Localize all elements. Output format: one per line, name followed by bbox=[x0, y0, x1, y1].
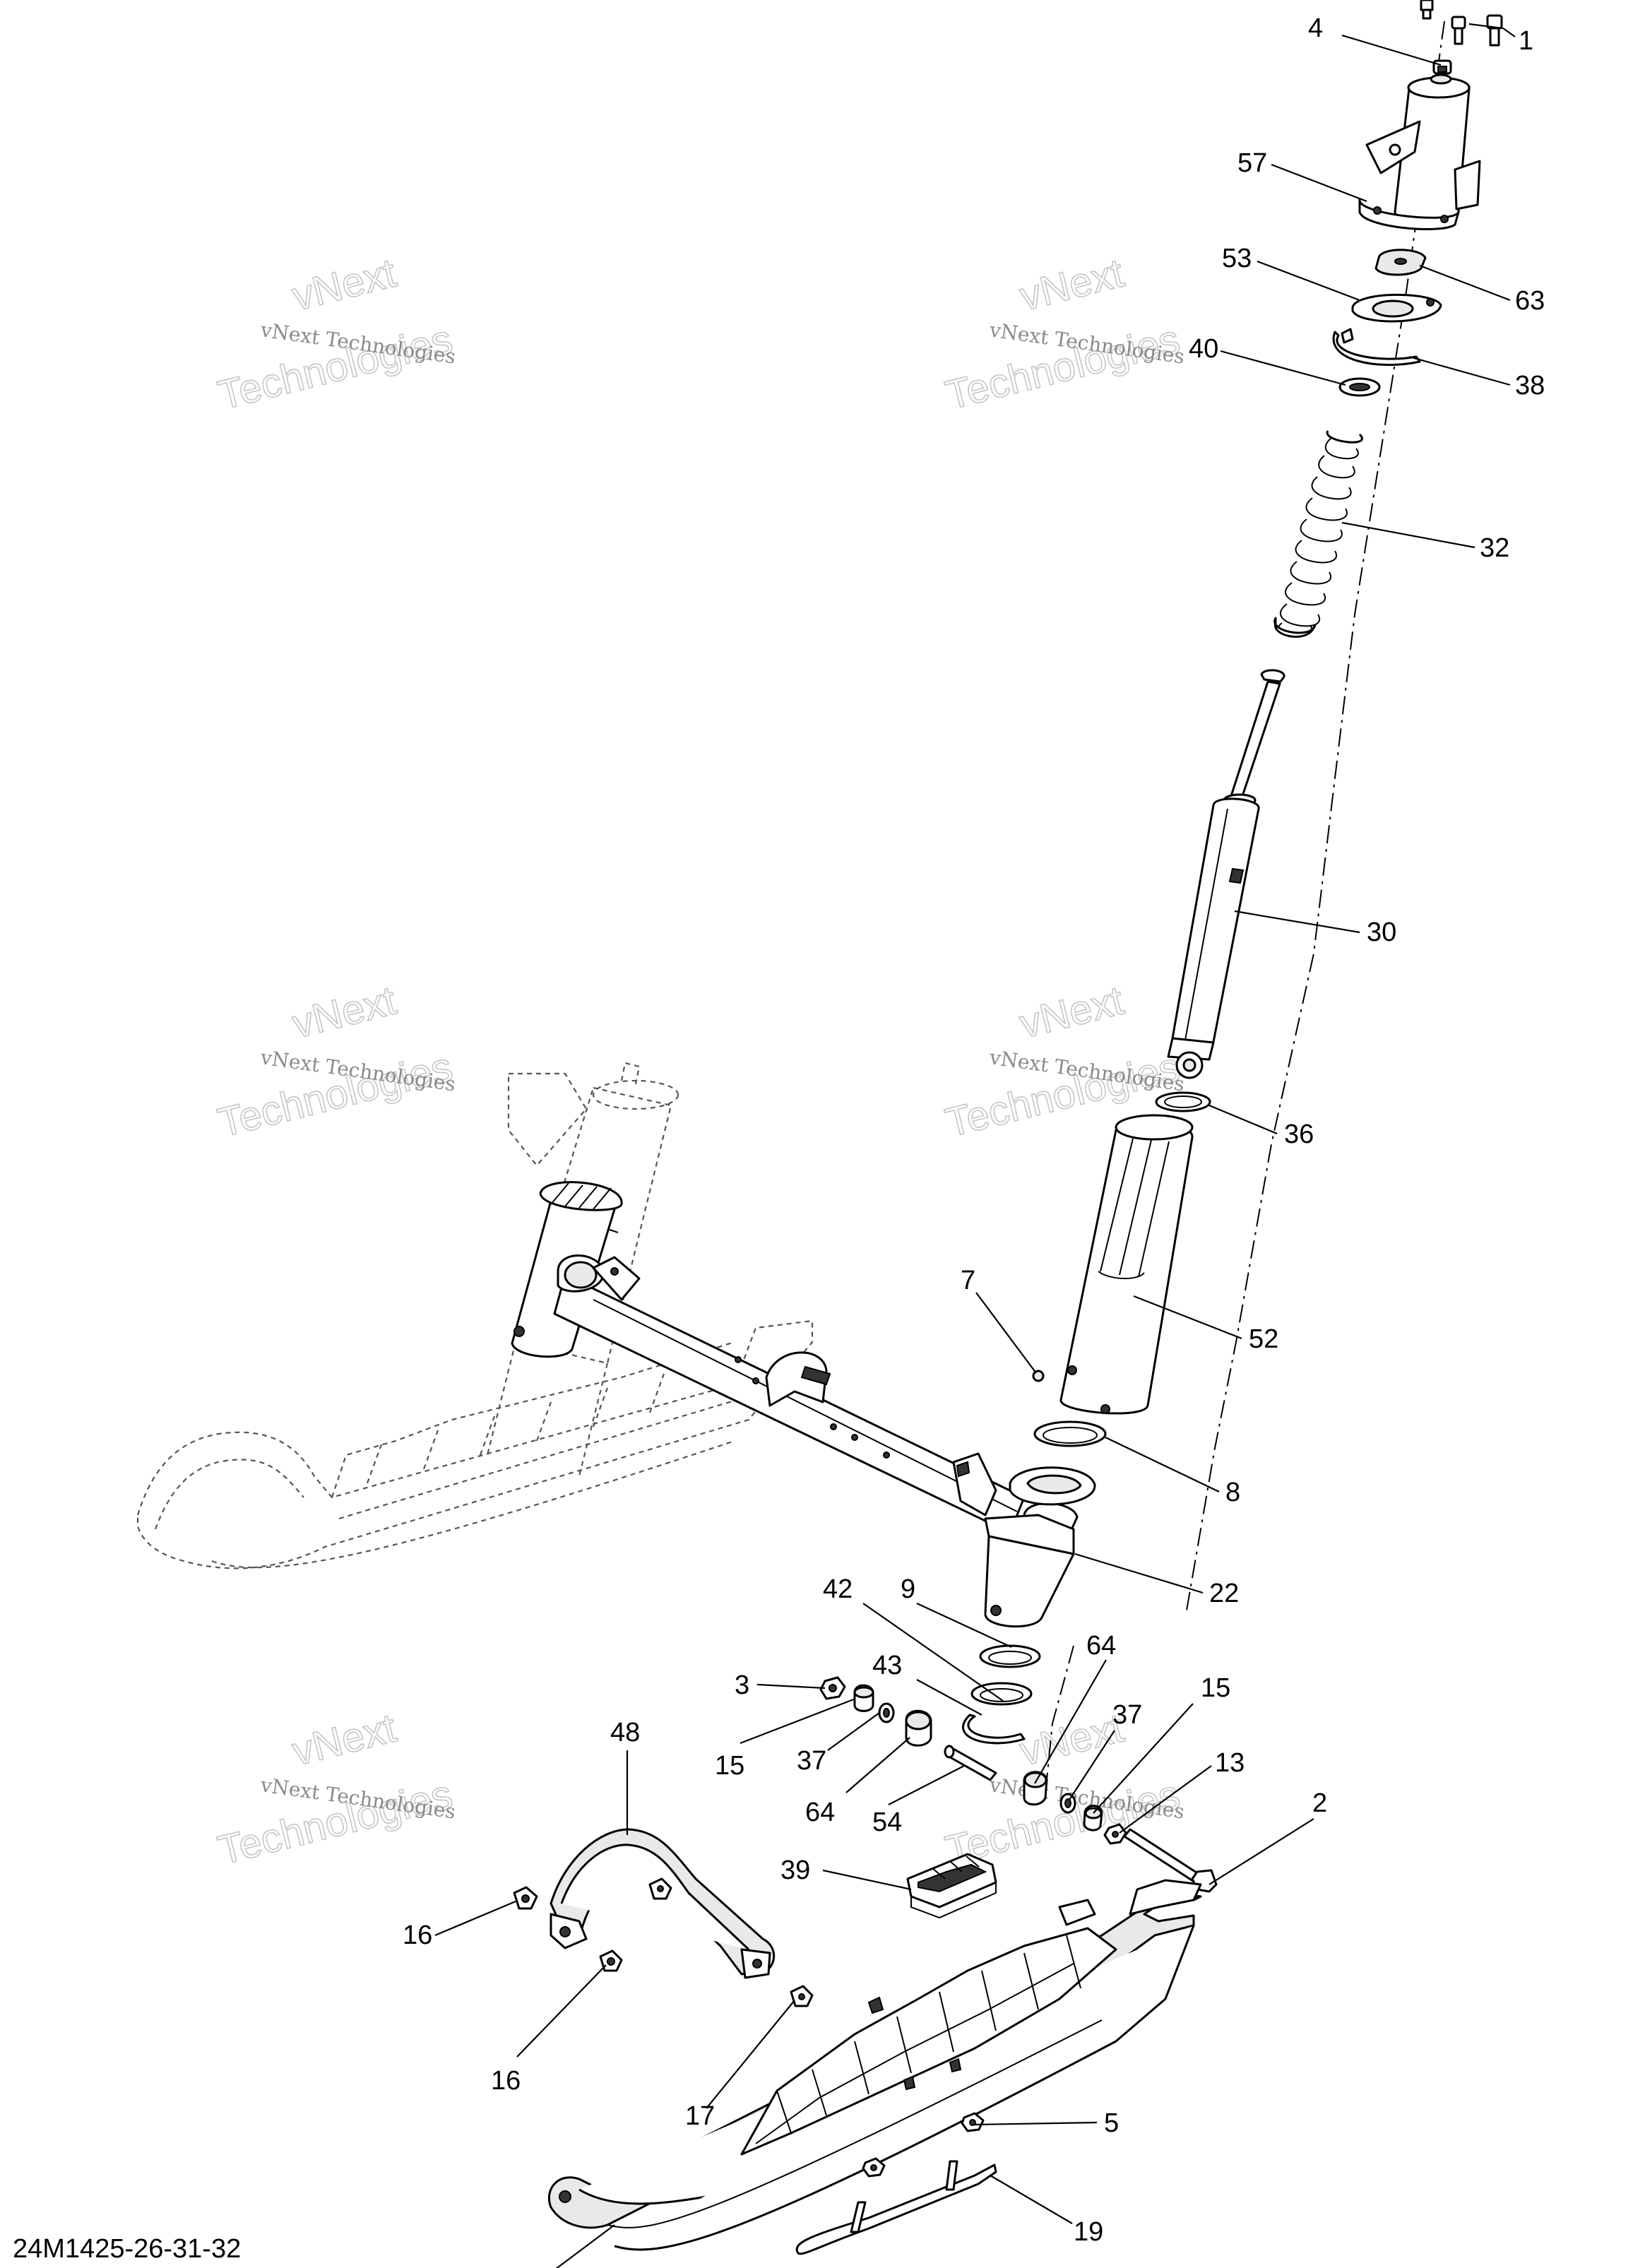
callout-39: 39 bbox=[780, 1856, 810, 1885]
callout-48: 48 bbox=[610, 1718, 640, 1747]
watermark-1: vNext Technologies vNext Technologies bbox=[213, 249, 458, 420]
callout-22: 22 bbox=[1209, 1579, 1239, 1608]
callout-30: 30 bbox=[1367, 918, 1396, 947]
callout-40: 40 bbox=[1189, 334, 1218, 364]
callout-16-lower: 16 bbox=[491, 2066, 521, 2096]
svg-text:vNext: vNext bbox=[1015, 250, 1128, 320]
bolt-1b bbox=[1451, 16, 1466, 45]
spring-seat-plate-63 bbox=[1374, 249, 1427, 276]
washer-37a bbox=[878, 1702, 895, 1723]
screw-16c bbox=[648, 1877, 672, 1900]
screw-17 bbox=[790, 1985, 814, 2007]
callout-labels: 1 4 57 63 53 40 38 32 30 36 7 52 8 22 42… bbox=[403, 13, 1545, 2247]
callout-32: 32 bbox=[1480, 533, 1509, 563]
nut-5b bbox=[862, 2157, 886, 2178]
callout-57: 57 bbox=[1237, 148, 1267, 178]
callout-63: 63 bbox=[1515, 286, 1545, 316]
washer-40 bbox=[1338, 377, 1381, 397]
seal-ring-36 bbox=[1155, 1091, 1211, 1112]
wear-pad-39 bbox=[906, 1853, 997, 1919]
shock-sleeve-52 bbox=[1059, 1114, 1194, 1415]
callout-37-left: 37 bbox=[797, 1746, 826, 1776]
callout-7: 7 bbox=[961, 1266, 975, 1295]
callout-15-left: 15 bbox=[715, 1751, 744, 1781]
ski-55 bbox=[547, 1879, 1202, 2251]
callout-43: 43 bbox=[872, 1651, 902, 1680]
nut-4 bbox=[1432, 59, 1452, 75]
shock-absorber-30 bbox=[1167, 669, 1285, 1079]
leader-lines bbox=[434, 23, 1516, 2268]
crossbar-spindle-22 bbox=[511, 1181, 1096, 1628]
circlip-43 bbox=[962, 1714, 1026, 1745]
assembly-axis-lines bbox=[1045, 20, 1445, 1795]
plug-7 bbox=[1032, 1370, 1045, 1382]
callout-42: 42 bbox=[823, 1574, 853, 1604]
callout-3: 3 bbox=[735, 1670, 749, 1700]
callout-13: 13 bbox=[1215, 1748, 1245, 1778]
callout-53: 53 bbox=[1222, 244, 1252, 273]
callout-37-right: 37 bbox=[1112, 1700, 1142, 1730]
svg-text:vNext: vNext bbox=[287, 250, 400, 320]
callout-19: 19 bbox=[1074, 2217, 1103, 2247]
bolt-2 bbox=[1123, 1828, 1218, 1893]
callout-36: 36 bbox=[1284, 1120, 1314, 1149]
watermark-2: vNext Technologies vNext Technologies bbox=[941, 249, 1186, 420]
pin-54 bbox=[944, 1745, 997, 1781]
bolt-1a bbox=[1420, 0, 1434, 20]
bushing-64a bbox=[905, 1709, 932, 1747]
callout-5: 5 bbox=[1104, 2108, 1119, 2138]
callout-15-right: 15 bbox=[1201, 1673, 1230, 1703]
callout-8: 8 bbox=[1225, 1478, 1240, 1507]
svg-text:vNext: vNext bbox=[1015, 978, 1128, 1047]
callout-9: 9 bbox=[901, 1574, 915, 1604]
spring-retainer-53 bbox=[1351, 293, 1442, 323]
callout-38: 38 bbox=[1515, 371, 1545, 400]
bolt-1c bbox=[1486, 14, 1503, 47]
washer-15b bbox=[1083, 1805, 1103, 1831]
callout-1: 1 bbox=[1519, 26, 1533, 56]
retaining-clip-38 bbox=[1332, 328, 1421, 367]
runner-19 bbox=[795, 2160, 997, 2255]
callout-2: 2 bbox=[1312, 1788, 1327, 1818]
watermark-3: vNext Technologies vNext Technologies bbox=[213, 977, 458, 1147]
ski-handle-48 bbox=[550, 1828, 776, 1979]
callout-64-upper: 64 bbox=[1086, 1631, 1116, 1661]
callout-54: 54 bbox=[872, 1807, 902, 1837]
nut-13 bbox=[1103, 1823, 1127, 1845]
svg-text:vNext: vNext bbox=[287, 1705, 400, 1775]
drawing-code: 24M1425-26-31-32 bbox=[13, 2234, 241, 2264]
callout-4: 4 bbox=[1308, 13, 1323, 43]
nut-5 bbox=[961, 2112, 985, 2132]
bearing-ring-8 bbox=[1033, 1420, 1107, 1447]
bushing-64b bbox=[1023, 1771, 1048, 1806]
screw-16a bbox=[513, 1886, 538, 1910]
coil-spring-32 bbox=[1273, 430, 1363, 638]
nut-3 bbox=[819, 1676, 846, 1700]
callout-52: 52 bbox=[1249, 1324, 1278, 1354]
watermark-5: vNext Technologies vNext Technologies bbox=[213, 1704, 458, 1875]
upper-mount-cup-57 bbox=[1358, 73, 1481, 230]
ring-9 bbox=[979, 1644, 1041, 1668]
svg-text:vNext: vNext bbox=[287, 978, 400, 1047]
callout-16-upper: 16 bbox=[403, 1920, 432, 1950]
svg-text:vNext: vNext bbox=[1015, 1705, 1128, 1775]
callout-64-lower: 64 bbox=[805, 1798, 835, 1827]
top-bolts-1 bbox=[1420, 0, 1503, 47]
callout-17: 17 bbox=[685, 2101, 715, 2131]
washer-37b bbox=[1059, 1793, 1076, 1814]
ring-42 bbox=[970, 1682, 1033, 1706]
washer-15a bbox=[853, 1684, 874, 1712]
